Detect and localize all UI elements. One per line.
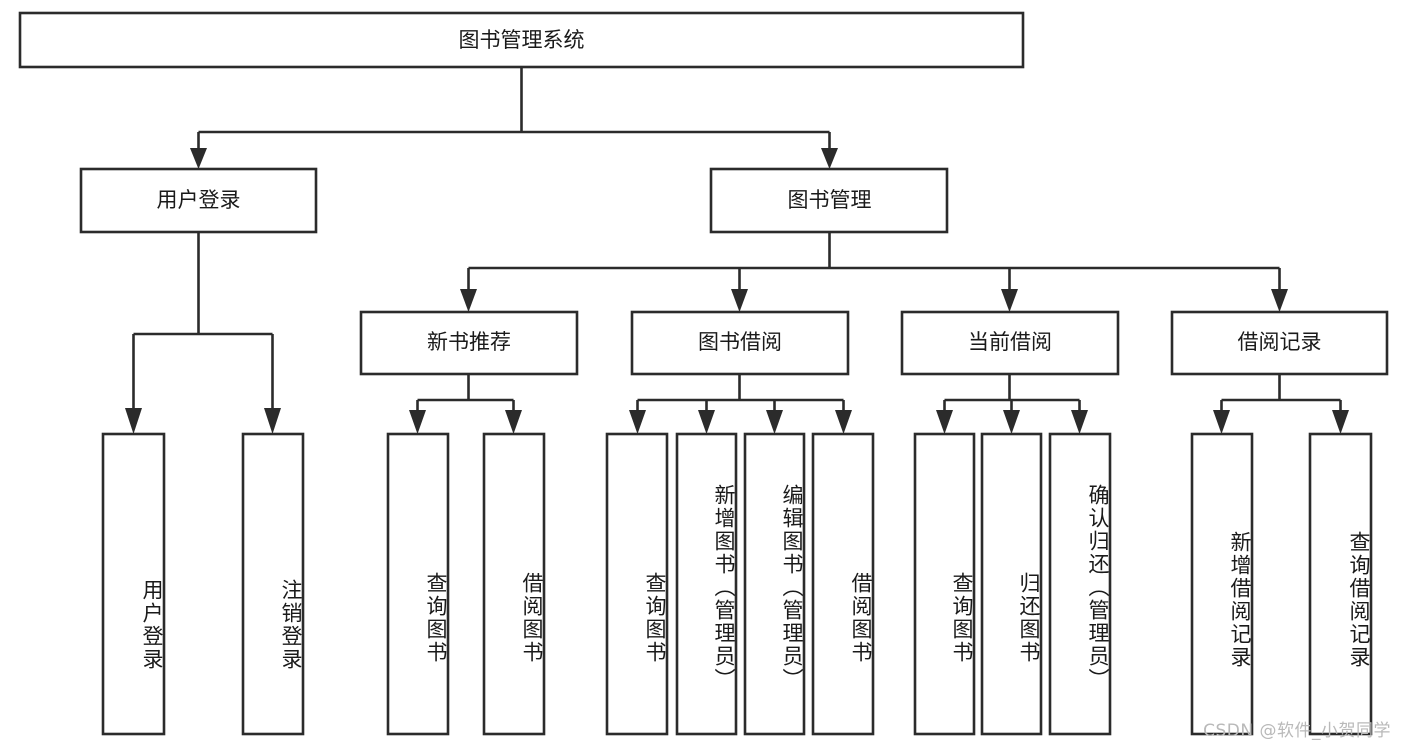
- node-leaf-logout-login[interactable]: [241, 432, 305, 736]
- arrow-icon: [936, 410, 953, 434]
- arrow-icon: [409, 410, 426, 434]
- node-leaf-user-login[interactable]: [101, 432, 166, 736]
- node-leaf-add-borrow-record[interactable]: [1190, 432, 1254, 736]
- node-book-borrow-label: 图书借阅: [698, 330, 782, 354]
- node-leaf-borrow-book[interactable]: [811, 432, 875, 736]
- arrow-icon: [766, 410, 783, 434]
- node-leaf-return-book[interactable]: [980, 432, 1043, 736]
- node-borrow-record-label: 借阅记录: [1238, 330, 1322, 354]
- arrow-icon: [1332, 410, 1349, 434]
- node-leaf-add-book-admin[interactable]: [675, 432, 738, 736]
- arrow-icon: [698, 410, 715, 434]
- node-current-borrow-label: 当前借阅: [968, 330, 1052, 354]
- arrow-icon: [1003, 410, 1020, 434]
- watermark: CSDN @软件_小贺同学: [1203, 721, 1391, 741]
- arrow-icon: [1071, 410, 1088, 434]
- node-leaf-confirm-return-admin[interactable]: [1048, 432, 1112, 736]
- node-book-management-label: 图书管理: [788, 188, 872, 212]
- arrow-icon: [1001, 289, 1018, 312]
- node-root[interactable]: [18, 11, 1025, 69]
- arrow-icon: [190, 148, 207, 169]
- node-leaf-query-book-current[interactable]: [913, 432, 976, 736]
- node-current-borrow[interactable]: [900, 310, 1120, 376]
- node-user-login-label: 用户登录: [157, 188, 241, 212]
- node-book-borrow[interactable]: [630, 310, 850, 376]
- nodes-group: 图书管理系统 用户登录 图书管理 新书推荐 图书借阅 当前借阅 借阅记录: [18, 11, 1389, 736]
- node-leaf-borrow-book-recommend[interactable]: [482, 432, 546, 736]
- arrow-icon: [835, 410, 852, 434]
- node-leaf-query-book-recommend[interactable]: [386, 432, 450, 736]
- arrow-icon: [629, 410, 646, 434]
- node-new-book-recommend[interactable]: [359, 310, 579, 376]
- arrow-icon: [125, 408, 142, 434]
- arrow-icon: [1213, 410, 1230, 434]
- arrow-icon: [821, 148, 838, 169]
- arrow-icon: [460, 289, 477, 312]
- node-leaf-query-borrow-record[interactable]: [1308, 432, 1373, 736]
- node-root-label: 图书管理系统: [459, 28, 585, 52]
- node-borrow-record[interactable]: [1170, 310, 1389, 376]
- node-leaf-query-book-borrow[interactable]: [605, 432, 669, 736]
- node-user-login[interactable]: [79, 167, 318, 234]
- arrow-icon: [505, 410, 522, 434]
- arrow-icon: [731, 289, 748, 312]
- node-book-management[interactable]: [709, 167, 949, 234]
- node-new-book-recommend-label: 新书推荐: [427, 330, 511, 354]
- arrow-icon: [1271, 289, 1288, 312]
- node-leaf-edit-book-admin[interactable]: [743, 432, 806, 736]
- arrow-icon: [264, 408, 281, 434]
- arrowheads-group: [125, 148, 1349, 434]
